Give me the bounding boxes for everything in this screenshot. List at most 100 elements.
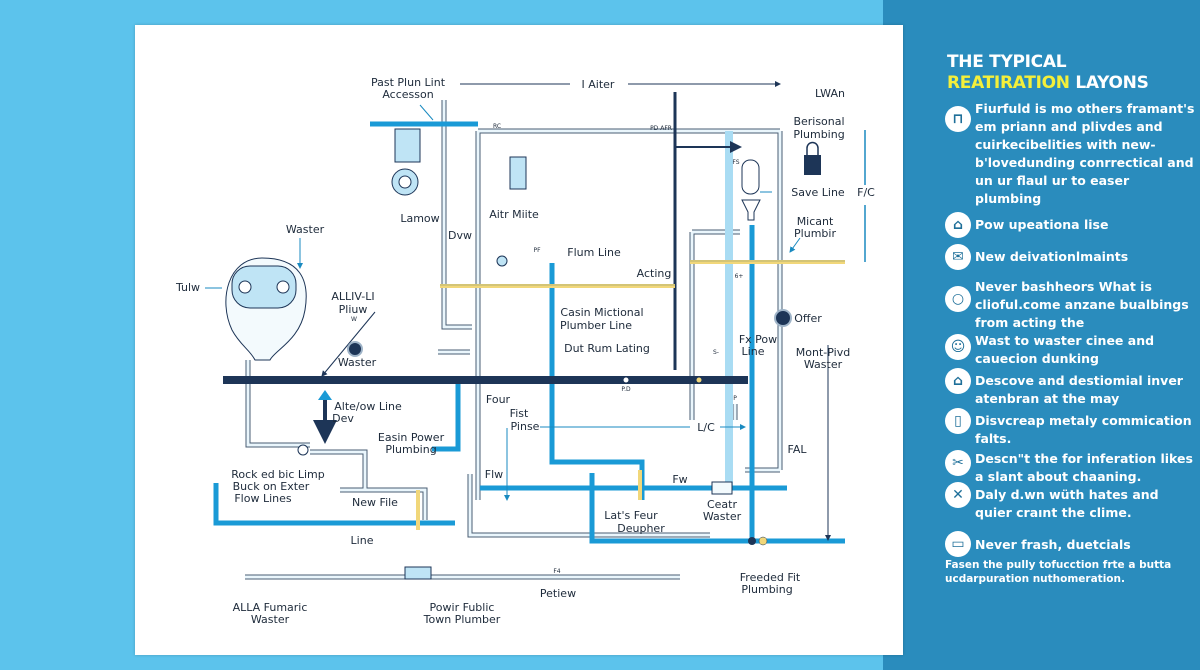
offer-valve [774,309,792,327]
label: Fw [672,473,687,486]
label: Ceatr [707,498,738,511]
label: Accesson [382,88,433,101]
sidebar-title: THE TYPICAL REATIRATION LAYONS [947,52,1149,93]
label: Buck on Exter [233,480,310,493]
label: Line [351,534,374,547]
label: Powir Fublic [430,601,495,614]
label: Casin Mictional [560,306,643,319]
label: Plumbing [385,443,436,456]
label: Dev [332,412,354,425]
label: LWAn [815,87,845,100]
label: Waster [804,358,843,371]
tools-icon: ✂ [945,450,971,476]
list-item: ✕Daly d.wn wüth hates and quier craınt t… [945,482,1195,536]
list-item: ✂Descn"t the for inferation likes a slan… [945,450,1195,486]
label: F/C [857,186,875,199]
label: Flw [485,468,503,481]
label: FS [732,159,739,166]
label: Line [742,345,765,358]
label: P [733,395,737,402]
label: FAL [788,443,808,456]
label: ALLIV-LI [331,290,374,303]
label: RC [493,123,501,130]
info-panel [883,0,1200,670]
label: F4 [553,568,560,575]
label: Berisonal [793,115,844,128]
label: Offer [794,312,822,325]
label: Aitr Miite [489,208,539,221]
filter-unit [509,156,527,190]
info-sidebar: THE TYPICAL REATIRATION LAYONS ⊓Fiurfuld… [945,52,1195,586]
label: Flum Line [567,246,621,259]
label: Pliuw [339,303,368,316]
blue-pipes [213,121,845,544]
label: Plumbir [794,227,836,240]
label: Dvw [448,229,472,242]
label: Four [486,393,511,406]
label: L/C [697,421,715,434]
label: Rock ed bic Limp [231,468,325,481]
label: Alte/ow Line [334,400,402,413]
diagram-labels: Past Plun Lint Accesson I Aiter LWAn Ber… [175,76,875,626]
faucet-icon: ⊓ [945,106,971,132]
list-item: ▭Never frash, duetcials [945,531,1195,557]
label: Easin Power [378,431,445,444]
label: Plumbing [793,128,844,141]
list-item: ☺Wast to waster cinee and cauecion dunki… [945,332,1195,372]
label: Plumber Line [560,319,632,332]
label: Micant [797,215,834,228]
list-item: ⌂Descove and destiomial inver atenbran a… [945,368,1195,412]
home-icon: ⌂ [945,368,971,394]
list-item: ○Never bashheors What is clioful.come an… [945,278,1195,332]
label: Flow Lines [234,492,292,505]
label: Town Plumber [423,613,501,626]
label: ALLA Fumaric [233,601,308,614]
label: Waster [703,510,742,523]
cup-icon: ▭ [945,531,971,557]
label: Dut Rum Lating [564,342,650,355]
label: Deupher [617,522,665,535]
house-icon: ⌂ [945,212,971,238]
lock-icon [804,155,821,175]
label: New File [352,496,398,509]
label: Save Line [791,186,845,199]
water-heater-tank [394,128,421,163]
label: P.D [621,386,631,393]
label: W [351,316,357,323]
fixtures [225,128,821,580]
label: Waster [286,223,325,236]
devices-icon: ▯ [945,408,971,434]
label: Lamow [400,212,439,225]
user-icon: ☺ [945,334,971,360]
mail-icon: ✉ [945,244,971,270]
label: Past Plun Lint [371,76,446,89]
label: Mont-Pivd [796,346,850,359]
label: Waster [251,613,290,626]
list-item: ⌂Pow upeationa lise [945,212,1195,248]
label: Fx Pow [739,333,777,346]
label: Tulw [175,281,200,294]
label: PF [533,247,541,254]
list-item: ✉New deivationlmaints [945,244,1195,278]
label: Lat's Feur [604,509,658,522]
list-item: ⊓Fiurfuld is mo others framant's em pria… [945,100,1195,210]
close-icon: ✕ [945,482,971,508]
label: Waster [338,356,377,369]
label: 6+ [735,273,744,280]
label: Acting [637,267,672,280]
list-item: ▯Disvcreap metaly commication falts. [945,408,1195,450]
label: Pinse [511,420,540,433]
pipes [205,84,866,580]
label: Plumbing [741,583,792,596]
label: I Aiter [582,78,615,91]
expansion-tank [741,159,760,195]
label: Freeded Fit [740,571,801,584]
drop-icon: ○ [945,286,971,312]
yellow-pipes [416,260,845,530]
label: Fist [510,407,529,420]
sidebar-footer: Fasen the pully tofucction frte a butta … [945,559,1172,585]
label: S- [713,349,719,356]
label: PD AFR [650,125,672,132]
label: Petiew [540,587,576,600]
